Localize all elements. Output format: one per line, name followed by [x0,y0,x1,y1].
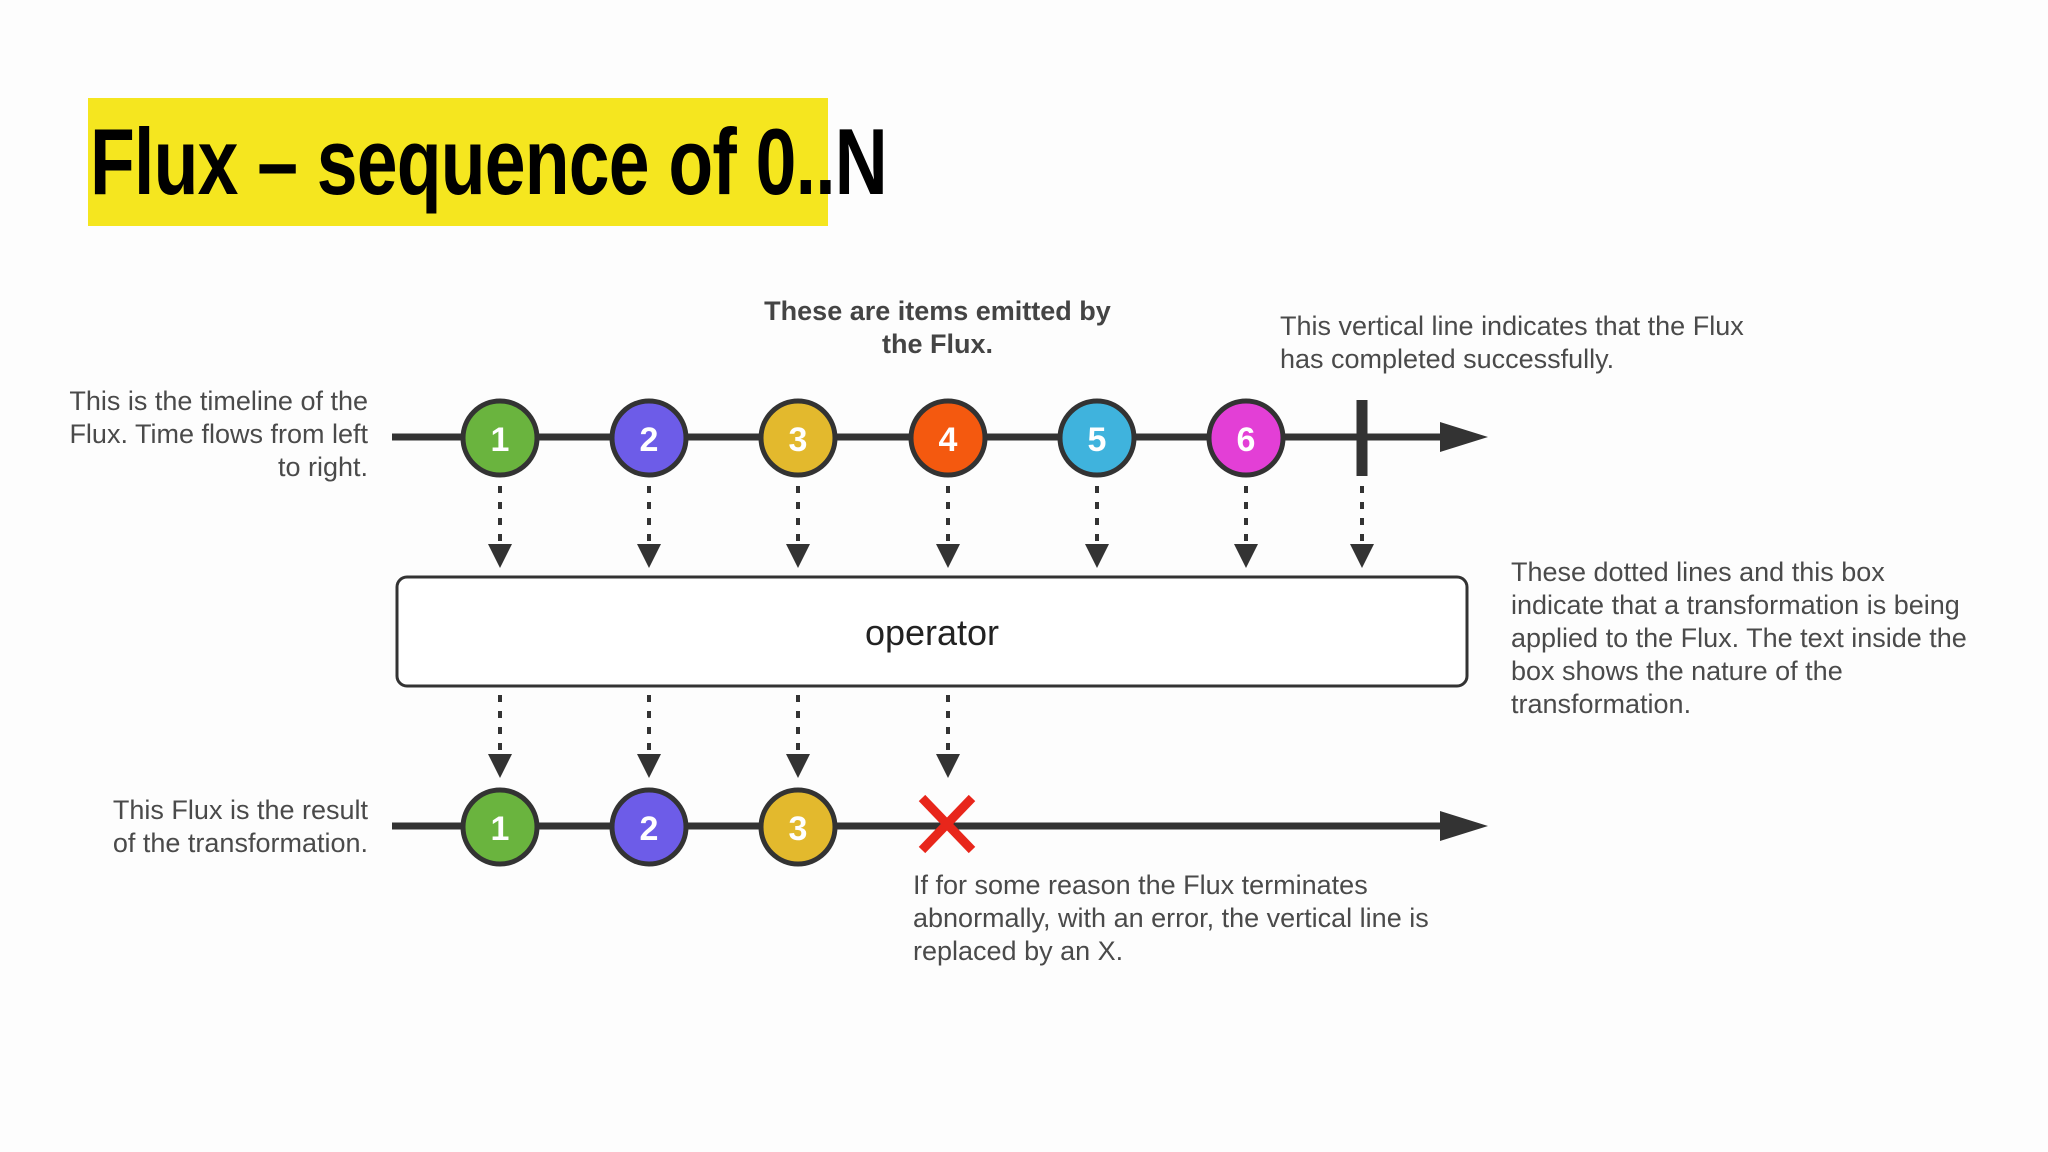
marble-label: 2 [640,421,659,459]
note-items-emitted: These are items emitted by the Flux. [764,296,1111,359]
marble-1: 1 [460,398,540,478]
dotted-arrow [637,486,661,568]
slide-title: Flux – sequence of 0..N [90,109,888,214]
source-marbles: 1 2 3 4 5 6 [460,398,1286,478]
dotted-arrow [637,695,661,778]
dotted-arrow [786,695,810,778]
dotted-arrow [488,695,512,778]
marble-4: 4 [908,398,988,478]
marble-5: 5 [1057,398,1137,478]
note-error: If for some reason the Flux terminates a… [913,870,1429,966]
result-marbles: 1 2 3 [460,787,838,867]
marble-3: 3 [758,787,838,867]
marble-label: 2 [640,810,659,848]
marble-1: 1 [460,787,540,867]
result-timeline-arrowhead [1440,811,1488,841]
dotted-arrow [1085,486,1109,568]
dotted-arrow [488,486,512,568]
note-timeline: This is the timeline of the Flux. Time f… [69,386,368,482]
dotted-arrows [488,486,1374,778]
marble-2: 2 [609,787,689,867]
marble-2: 2 [609,398,689,478]
source-timeline-arrowhead [1440,422,1488,452]
error-x-icon [918,794,976,854]
dotted-arrow [936,695,960,778]
title-highlight [88,98,828,226]
marble-label: 1 [491,810,510,848]
operator-box [395,575,1469,688]
marble-label: 1 [491,421,510,459]
marble-label: 5 [1088,421,1107,459]
marble-label: 4 [939,421,958,459]
note-completed: This vertical line indicates that the Fl… [1280,311,1744,374]
dotted-arrow [1350,486,1374,568]
dotted-arrow [1234,486,1258,568]
marble-label: 3 [789,810,808,848]
marble-6: 6 [1206,398,1286,478]
operator-label: operator [865,612,999,653]
marble-label: 6 [1237,421,1256,459]
marble-label: 3 [789,421,808,459]
note-result: This Flux is the result of the transform… [112,795,368,858]
marble-3: 3 [758,398,838,478]
dotted-arrow [936,486,960,568]
dotted-arrow [786,486,810,568]
note-transformation-box: These dotted lines and this box indicate… [1511,557,1967,719]
